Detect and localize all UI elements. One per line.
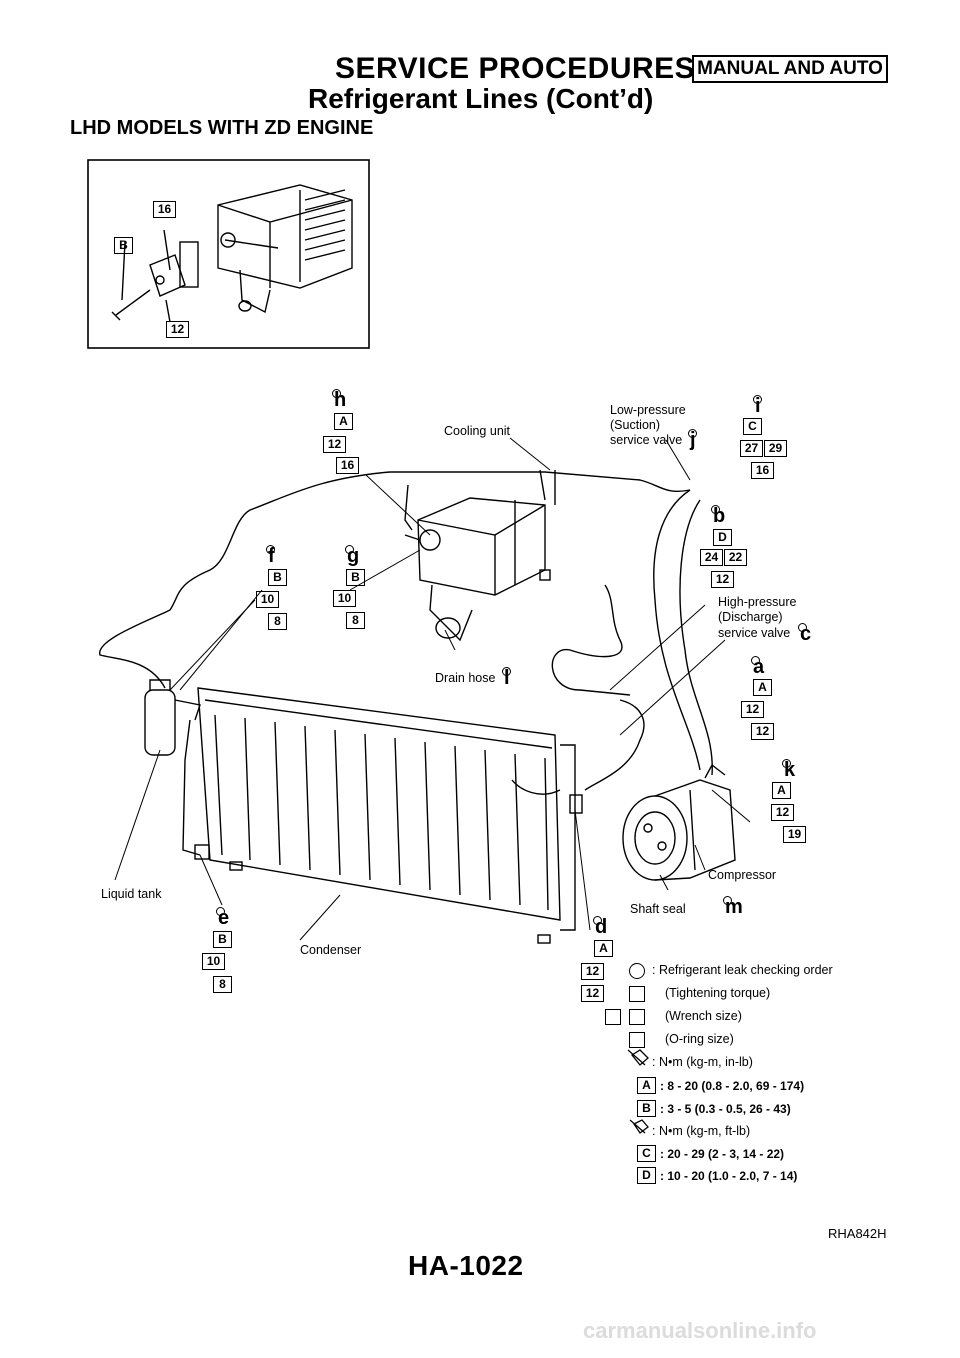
legend-oring-box-symbol [629, 1032, 645, 1048]
torque-marker-g-B: B [346, 569, 365, 586]
watermark: carmanualsonline.info [583, 1318, 817, 1343]
legend-key-C: C [637, 1145, 656, 1162]
inset-oring-marker-12: 12 [166, 321, 189, 338]
oring-marker-k-12: 12 [771, 804, 794, 821]
cooling-unit-label: Cooling unit [444, 424, 511, 438]
oring-marker-b-12: 12 [711, 571, 734, 588]
leak-order-marker-m: m [723, 896, 743, 918]
torque-marker-f-B: B [268, 569, 287, 586]
legend-value-C: : 20 - 29 (2 - 3, 14 - 22) [660, 1147, 785, 1161]
high-pressure-label-3: service valve [718, 626, 791, 640]
inset-torque-marker-16: 16 [153, 201, 176, 218]
oring-marker-e-8: 8 [213, 976, 232, 993]
legend-key-A: A [637, 1077, 656, 1094]
leak-order-marker-k: k [781, 759, 796, 781]
legend-wrench-box-symbol-2 [629, 1009, 645, 1025]
torque-marker-e-B: B [213, 931, 232, 948]
torque-marker-d-A: A [594, 940, 613, 957]
shaft-seal-label: Shaft seal [630, 902, 686, 916]
leak-order-marker-a: a [750, 656, 765, 678]
compressor-drawing [622, 763, 736, 881]
legend-unit-ft-lb: : N•m (kg-m, ft-lb) [652, 1124, 751, 1138]
oring-marker-d-12a: 12 [581, 963, 604, 980]
wrench-marker-i-29: 29 [764, 440, 787, 457]
legend-wrench-size: (Wrench size) [665, 1009, 742, 1023]
liquid-tank-label: Liquid tank [101, 887, 162, 901]
condenser-label: Condenser [300, 943, 362, 957]
oring-marker-f-8: 8 [268, 613, 287, 630]
oring-marker-a-12a: 12 [741, 701, 764, 718]
legend-torque-icons [627, 1049, 649, 1134]
oring-marker-f-10: 10 [256, 591, 279, 608]
inset-frame [87, 159, 370, 349]
leak-order-marker-f: f [266, 545, 275, 567]
oring-marker-g-10: 10 [333, 590, 356, 607]
high-pressure-label-2: (Discharge) [718, 610, 783, 624]
leak-order-marker-d: d [592, 916, 608, 938]
inset-torque-marker-B: B [114, 237, 133, 254]
legend-value-A: : 8 - 20 (0.8 - 2.0, 69 - 174) [660, 1079, 805, 1093]
leader-lines [114, 437, 751, 941]
high-pressure-label-1: High-pressure [718, 595, 797, 609]
page-subtitle: Refrigerant Lines (Cont’d) [308, 83, 654, 114]
leak-order-marker-g: g [344, 545, 360, 567]
legend-wrench-box-symbol-1 [605, 1009, 621, 1025]
wrench-marker-i-27: 27 [740, 440, 763, 457]
legend-oring-size: (O-ring size) [665, 1032, 734, 1046]
page-number: HA-1022 [408, 1250, 524, 1281]
compressor-label: Compressor [708, 868, 777, 882]
wrench-marker-b-24: 24 [700, 549, 723, 566]
leak-order-marker-b: b [710, 505, 726, 527]
oring-marker-d-12b: 12 [581, 985, 604, 1002]
oring-marker-i-16: 16 [751, 462, 774, 479]
legend-leak-order-symbol [629, 963, 645, 979]
oring-marker-e-10: 10 [202, 953, 225, 970]
oring-marker-h-16: 16 [336, 457, 359, 474]
legend-unit-in-lb: : N•m (kg-m, in-lb) [652, 1055, 753, 1069]
legend-value-D: : 10 - 20 (1.0 - 2.0, 7 - 14) [660, 1169, 798, 1183]
oring-marker-g-8: 8 [346, 612, 365, 629]
leak-order-marker-j: j [688, 429, 697, 451]
legend-key-D: D [637, 1167, 656, 1184]
legend-tightening-torque: (Tightening torque) [665, 986, 771, 1000]
figure-code: RHA842H [828, 1226, 887, 1241]
low-pressure-label-2: (Suction) [610, 418, 661, 432]
leak-order-marker-c: c [797, 623, 812, 645]
drain-hose-label: Drain hose [435, 671, 496, 685]
refrigerant-pipes [99, 469, 713, 795]
leak-order-marker-i: i [753, 395, 762, 417]
legend-leak-order: : Refrigerant leak checking order [652, 963, 833, 977]
cooling-unit-drawing [404, 497, 551, 642]
legend-value-B: : 3 - 5 (0.3 - 0.5, 26 - 43) [660, 1102, 791, 1116]
legend-key-B: B [637, 1100, 656, 1117]
torque-marker-i-C: C [743, 418, 762, 435]
leak-order-marker-h: h [331, 389, 347, 411]
liquid-tank-drawing [144, 679, 201, 856]
inset-cooling-unit-drawing [111, 184, 353, 323]
manual-auto-badge: MANUAL AND AUTO [692, 55, 888, 83]
torque-marker-b-D: D [713, 529, 732, 546]
low-pressure-label-1: Low-pressure [610, 403, 686, 417]
section-title: LHD MODELS WITH ZD ENGINE [70, 117, 374, 139]
oring-marker-h-12: 12 [323, 436, 346, 453]
page-header-title: SERVICE PROCEDURES [335, 52, 696, 85]
torque-marker-a-A: A [753, 679, 772, 696]
wrench-marker-b-22: 22 [724, 549, 747, 566]
condenser-drawing [194, 687, 583, 944]
oring-marker-a-12b: 12 [751, 723, 774, 740]
torque-marker-k-A: A [772, 782, 791, 799]
low-pressure-label-3: service valve [610, 433, 683, 447]
leak-order-marker-l: l [502, 667, 511, 689]
oring-marker-k-19: 19 [783, 826, 806, 843]
legend-torque-box-symbol [629, 986, 645, 1002]
leak-order-marker-e: e [215, 907, 230, 929]
torque-marker-h-A: A [334, 413, 353, 430]
